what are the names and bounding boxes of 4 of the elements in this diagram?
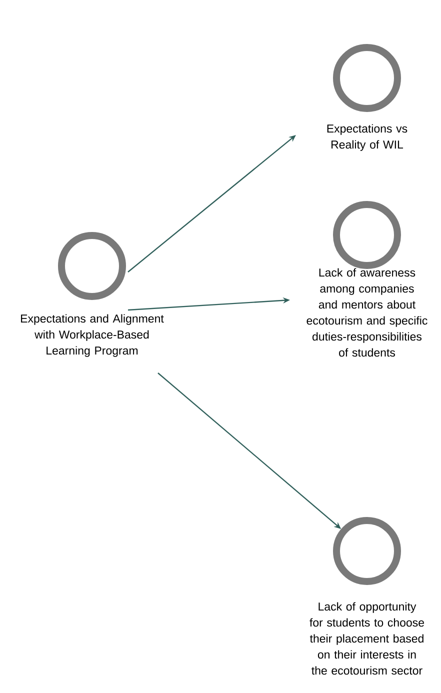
node-label: Expectations and Alignment with Workplace-Based Learning Program [21, 314, 164, 357]
node-label: Lack of opportunity for students to choose their placement based on their interests in the ecotourism sector [310, 602, 424, 675]
node-label: Expectations vs Reality of WIL [327, 124, 408, 151]
node-label: Lack of awareness among companies and mentors about ecotourism and specific duties-responsibilities of students [306, 268, 428, 357]
